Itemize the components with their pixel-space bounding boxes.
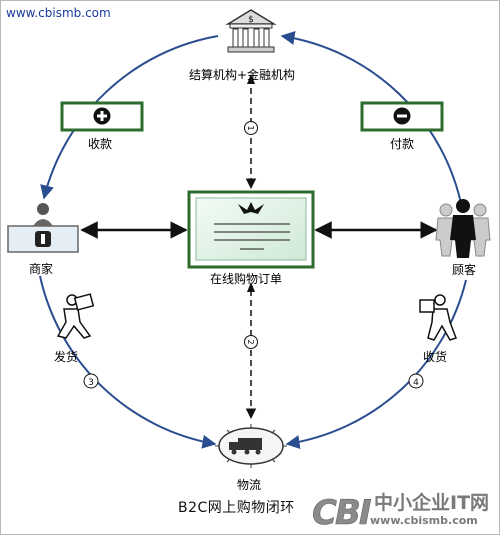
marker-2: 2 [244, 335, 258, 349]
order-small-up-arrow [247, 282, 255, 292]
receive-person-icon [419, 294, 457, 341]
merchant-label: 商家 [29, 262, 54, 276]
bank-label: 结算机构+金融机构 [189, 68, 296, 82]
source-url: www.cbismb.com [6, 6, 111, 20]
ship-person-icon [56, 293, 95, 339]
take-delivery-label: 收货 [423, 350, 448, 364]
svg-text:4: 4 [413, 378, 419, 388]
watermark-logo: CBI [312, 493, 373, 534]
minus-box [360, 101, 444, 132]
logistics-truck-icon [215, 424, 287, 468]
watermark-url: www.cbismb.com [370, 514, 478, 527]
bank-small-up-arrow [247, 74, 255, 84]
logistics-label: 物流 [237, 478, 262, 492]
order-box [187, 190, 315, 269]
customer-icon [435, 199, 491, 258]
marker-3: 3 [83, 373, 99, 389]
pay-label: 付款 [390, 137, 415, 151]
svg-text:$: $ [248, 15, 254, 25]
arc-bank-to-merchant [40, 35, 219, 200]
merchant-icon [7, 203, 79, 253]
customer-label: 顾客 [452, 263, 477, 277]
eagle-emblem [238, 202, 264, 214]
ship-label: 发货 [54, 350, 79, 364]
loop-circle [39, 31, 467, 450]
svg-text:CBI: CBI [312, 493, 371, 533]
arc-customer-to-logistics [285, 279, 467, 450]
svg-text:2: 2 [246, 339, 255, 344]
plus-box [60, 101, 144, 132]
arc-customer-to-bank [280, 31, 463, 209]
svg-text:3: 3 [88, 378, 94, 388]
marker-1: 1 [244, 121, 258, 135]
diagram-title: B2C网上购物闭环 [178, 500, 295, 516]
arc-merchant-to-logistics [39, 275, 217, 449]
watermark-text: 中小企业IT网 [374, 492, 490, 514]
receive-label: 收款 [88, 137, 113, 151]
svg-text:1: 1 [246, 125, 255, 130]
marker-4: 4 [408, 373, 424, 389]
order-label: 在线购物订单 [210, 272, 283, 286]
bank-icon: $ [225, 9, 277, 53]
